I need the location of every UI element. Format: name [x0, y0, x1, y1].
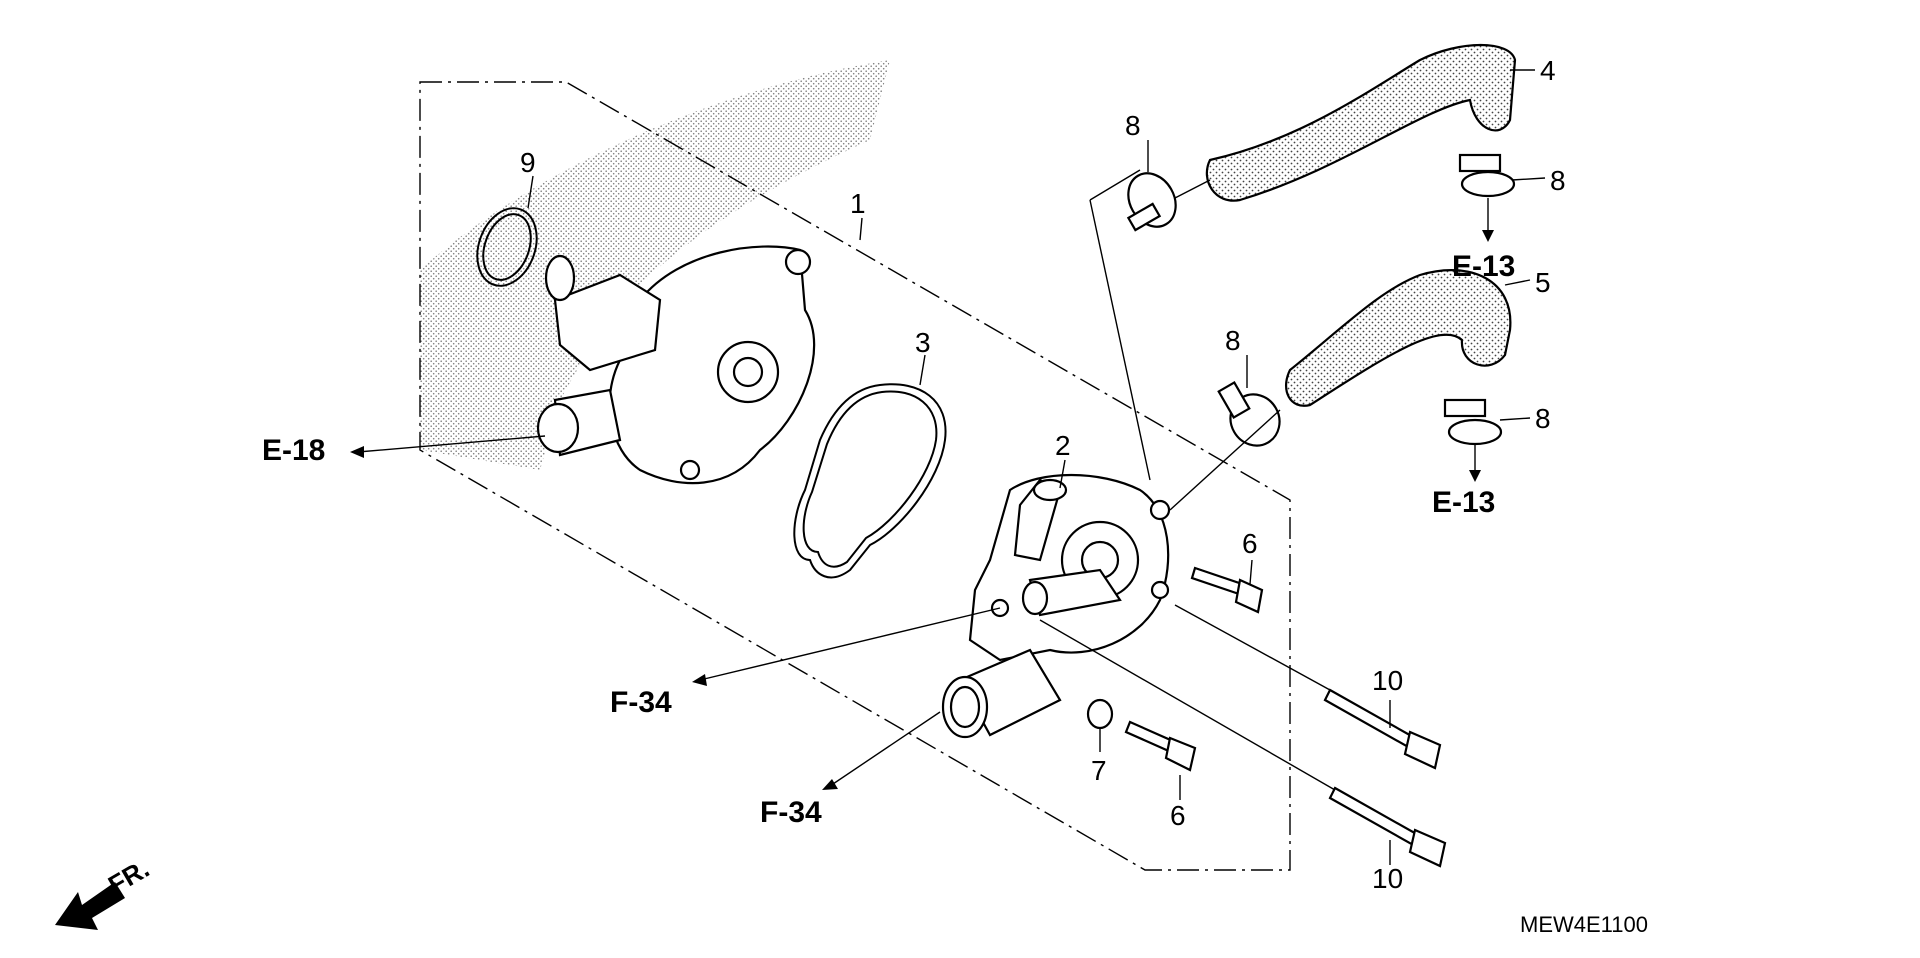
hose-clamp-lower-right	[1443, 398, 1503, 446]
ref-f34-upper[interactable]: F-34	[610, 686, 672, 719]
lower-hose	[1285, 269, 1512, 407]
callout-1: 1	[850, 188, 866, 219]
callout-5: 5	[1535, 267, 1551, 298]
thermostat-housing	[536, 245, 816, 485]
engine-shadow	[420, 60, 890, 470]
callout-8-upper-left: 8	[1125, 110, 1141, 141]
callout-2: 2	[1055, 430, 1071, 461]
hose-clamp-lower-left	[1217, 381, 1281, 447]
leader-lines	[350, 69, 1546, 865]
callout-4: 4	[1540, 55, 1556, 86]
front-arrow-icon	[55, 882, 125, 930]
diagram-code: MEW4E1100	[1520, 912, 1648, 937]
callout-10-upper: 10	[1372, 665, 1403, 696]
callout-8-lower-right: 8	[1535, 403, 1551, 434]
callout-6-upper: 6	[1242, 528, 1258, 559]
bolt-6-upper	[1190, 566, 1264, 614]
gasket	[793, 383, 947, 579]
ref-e18[interactable]: E-18	[262, 434, 325, 467]
callout-6-lower: 6	[1170, 800, 1186, 831]
water-pump	[941, 473, 1171, 739]
bolt-10-lower	[1328, 786, 1447, 868]
washer	[1086, 698, 1114, 730]
bolt-6-lower	[1124, 720, 1197, 772]
hose-clamp-upper-left	[1126, 172, 1177, 232]
ref-f34-lower[interactable]: F-34	[760, 796, 822, 829]
callout-3: 3	[915, 327, 931, 358]
hose-clamp-upper-right	[1458, 153, 1516, 198]
assembly-frame	[419, 81, 1291, 871]
ref-e13-lower[interactable]: E-13	[1432, 486, 1495, 519]
ref-e13-upper[interactable]: E-13	[1452, 250, 1515, 283]
bolt-10-upper	[1323, 688, 1442, 770]
callout-8-lower-left: 8	[1225, 325, 1241, 356]
callout-8-upper-right: 8	[1550, 165, 1566, 196]
callout-9: 9	[520, 147, 536, 178]
callout-10-lower: 10	[1372, 863, 1403, 894]
o-ring	[476, 207, 538, 287]
upper-hose	[1205, 44, 1517, 202]
callout-7: 7	[1091, 755, 1107, 786]
